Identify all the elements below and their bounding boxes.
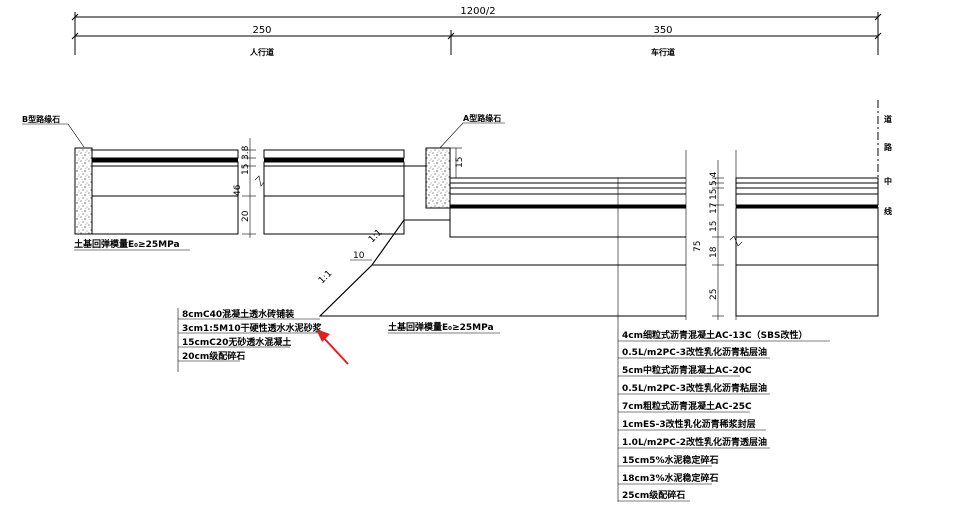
curb-labels: B型路缘石 A型路缘石	[22, 113, 505, 151]
rd-dim-4: 15	[709, 221, 719, 232]
road-layer-6: 1cmES-3改性乳化沥青稀浆封层	[622, 418, 756, 430]
rd-dim-3: 17	[709, 203, 719, 214]
sidewalk-section: 3.8 15 46 20 15	[74, 138, 465, 238]
sw-dim-2: 15	[241, 164, 251, 175]
road-layer-10: 25cm级配碎石	[622, 489, 685, 501]
rd-dim-2: 15	[709, 189, 719, 200]
dim-total: 1200/2	[460, 6, 495, 17]
road-section: 1:1 1:1 10 5.4 15 17 15 75 18 25	[317, 100, 879, 320]
sidewalk-layer-3: 15cmC20无砂透水混凝土	[182, 336, 291, 348]
road-layer-4: 0.5L/m2PC-3改性乳化沥青粘层油	[622, 382, 767, 394]
slope-b: 1:1	[317, 269, 334, 286]
roadway-label: 车行道	[651, 47, 675, 57]
sidewalk-layer-4: 20cm级配碎石	[182, 350, 245, 362]
width-10: 10	[353, 251, 365, 261]
curb-b-label: B型路缘石	[22, 114, 60, 124]
rd-dim-6: 18	[709, 246, 719, 258]
rd-dim-5: 75	[693, 241, 703, 252]
dim-left: 250	[252, 25, 271, 36]
centerline-label: 道 路 中 线	[884, 114, 893, 216]
road-layer-table: 4cm细粒式沥青混凝土AC-13C（SBS改性） 0.5L/m2PC-3改性乳化…	[617, 178, 830, 502]
rd-dim-1: 5.4	[709, 171, 719, 186]
svg-text:线: 线	[884, 206, 892, 216]
svg-text:道: 道	[884, 114, 892, 124]
dim-right: 350	[653, 25, 672, 36]
subgrade-right: 土基回弹模量E₀≥25MPa	[388, 321, 494, 333]
sw-dim-1: 3.8	[241, 145, 251, 160]
sidewalk-layer-1: 8cmC40混凝土透水砖铺装	[182, 308, 295, 320]
curb-a-label: A型路缘石	[463, 113, 501, 123]
red-arrow	[316, 329, 349, 365]
top-dimensions: 1200/2 250 350 人行道 车行道	[71, 6, 882, 57]
svg-text:路: 路	[884, 142, 893, 152]
curb-dim: 15	[455, 157, 465, 168]
svg-text:中: 中	[884, 176, 892, 186]
road-layer-9: 18cm3%水泥稳定碎石	[622, 472, 719, 484]
subgrade-left: 土基回弹模量E₀≥25MPa	[74, 238, 180, 250]
sw-dim-4: 20	[241, 210, 251, 222]
road-layer-7: 1.0L/m2PC-2改性乳化沥青透层油	[622, 436, 767, 448]
sidewalk-label: 人行道	[250, 47, 274, 57]
road-layer-2: 0.5L/m2PC-3改性乳化沥青粘层油	[622, 346, 767, 358]
road-layer-3: 5cm中粒式沥青混凝土AC-20C	[622, 364, 752, 376]
slope-a: 1:1	[367, 228, 384, 245]
sw-dim-3: 46	[233, 184, 243, 196]
road-layer-1: 4cm细粒式沥青混凝土AC-13C（SBS改性）	[622, 329, 807, 341]
road-layer-5: 7cm粗粒式沥青混凝土AC-25C	[622, 400, 752, 412]
sidewalk-layer-table: 8cmC40混凝土透水砖铺装 3cm1:5M10干硬性透水水泥砂浆 15cmC2…	[177, 308, 323, 372]
road-layer-8: 15cm5%水泥稳定碎石	[622, 454, 719, 466]
rd-dim-7: 25	[709, 289, 719, 300]
sidewalk-layer-2: 3cm1:5M10干硬性透水水泥砂浆	[182, 322, 323, 334]
